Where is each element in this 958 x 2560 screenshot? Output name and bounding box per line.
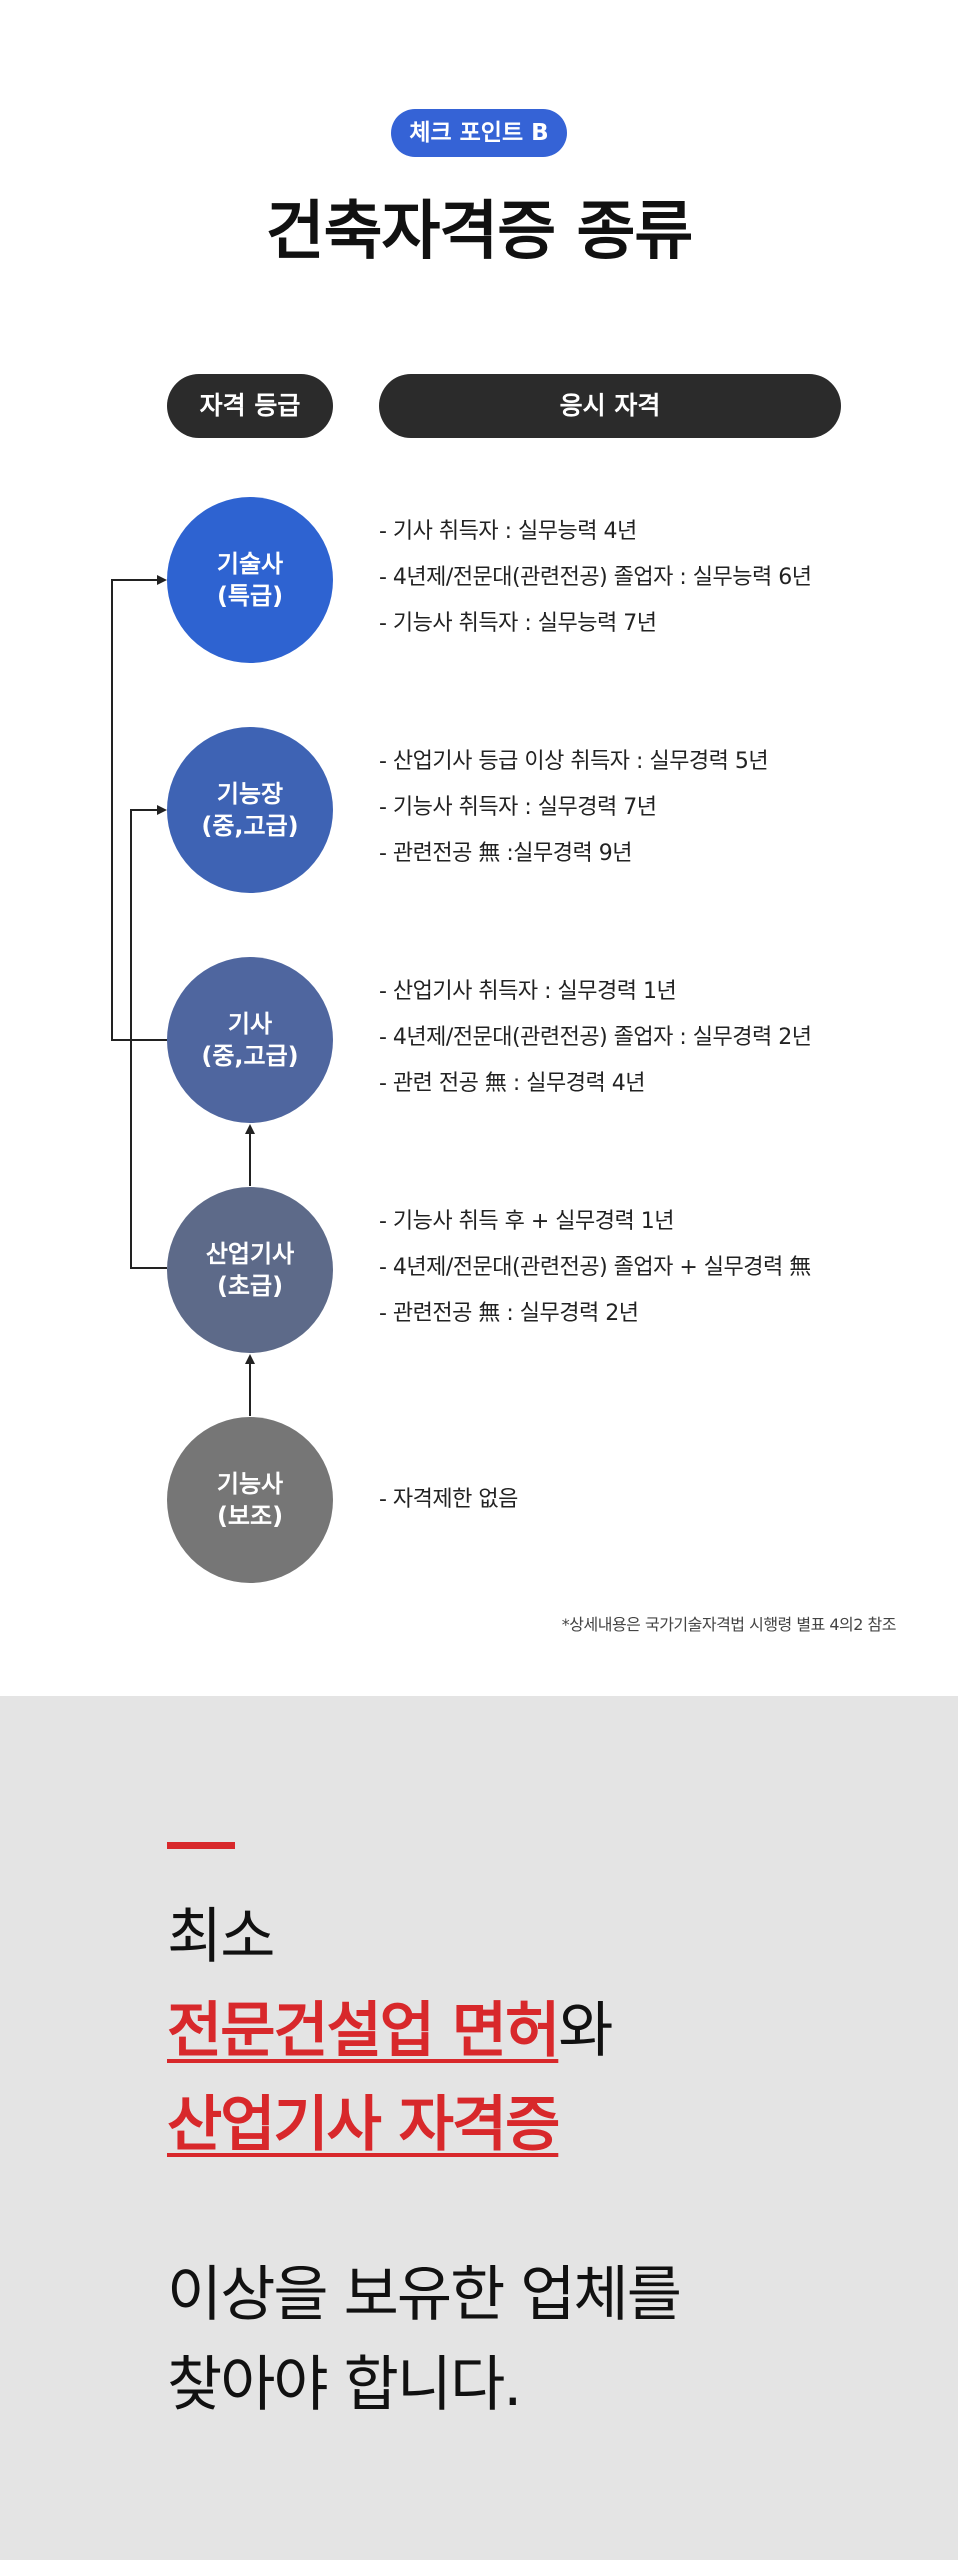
requirement-item: - 기사 취득자 : 실무능력 4년: [379, 519, 637, 544]
requirement-item: - 기능사 취득 후 + 실무경력 1년: [379, 1209, 674, 1234]
requirement-item: - 관련전공 無 : 실무경력 2년: [379, 1301, 639, 1326]
summary-line-3: 산업기사 자격증: [167, 2076, 560, 2163]
highlight-license: 전문건설업 면허: [167, 1996, 560, 2066]
qualification-section: 체크 포인트 B 건축자격증 종류 자격 등급 응시 자격 기술사 (특급) 기…: [111, 109, 919, 1634]
summary-line-4: 이상을 보유한 업체를: [167, 2260, 682, 2330]
level-name: 기사: [227, 1010, 273, 1038]
requirements-gisulsa: - 기사 취득자 : 실무능력 4년 - 4년제/전문대(관련전공) 졸업자 :…: [379, 509, 919, 647]
level-sub: (특급): [216, 582, 284, 610]
level-circle-gineungjang: 기능장 (중,고급): [167, 727, 333, 893]
check-point-badge: 체크 포인트 B: [391, 109, 567, 157]
requirements-gineungsa: - 자격제한 없음: [379, 1477, 919, 1523]
level-circle-sanupgisa: 산업기사 (초급): [167, 1187, 333, 1353]
summary-line-2: 전문건설업 면허와: [167, 1982, 614, 2069]
level-sub: (보조): [216, 1502, 284, 1530]
level-sub: (초급): [216, 1272, 284, 1300]
requirements-sanupgisa: - 기능사 취득 후 + 실무경력 1년 - 4년제/전문대(관련전공) 졸업자…: [379, 1199, 919, 1337]
requirement-item: - 산업기사 등급 이상 취득자 : 실무경력 5년: [379, 749, 769, 774]
summary-suffix: 와: [558, 1996, 613, 2066]
requirement-item: - 4년제/전문대(관련전공) 졸업자 : 실무경력 2년: [379, 1025, 812, 1050]
level-sub: (중,고급): [201, 1042, 299, 1070]
level-name: 기능사: [216, 1470, 284, 1498]
level-circle-gisa: 기사 (중,고급): [167, 957, 333, 1123]
requirement-item: - 4년제/전문대(관련전공) 졸업자 : 실무능력 6년: [379, 565, 812, 590]
requirement-item: - 관련전공 無 :실무경력 9년: [379, 841, 632, 866]
level-name: 기능장: [216, 780, 284, 808]
requirement-item: - 관련 전공 無 : 실무경력 4년: [379, 1071, 645, 1096]
accent-bar: [167, 1842, 235, 1849]
summary-section: [0, 1696, 958, 2560]
level-circle-gineungsa: 기능사 (보조): [167, 1417, 333, 1583]
level-circle-gisulsa: 기술사 (특급): [167, 497, 333, 663]
requirement-item: - 자격제한 없음: [379, 1487, 518, 1512]
summary-line-5: 찾아야 합니다.: [167, 2350, 522, 2420]
requirement-item: - 산업기사 취득자 : 실무경력 1년: [379, 979, 677, 1004]
level-name: 기술사: [216, 550, 284, 578]
arrow-sanup-to-gineungjang: [130, 805, 167, 1269]
requirements-gineungjang: - 산업기사 등급 이상 취득자 : 실무경력 5년 - 기능사 취득자 : 실…: [379, 739, 919, 877]
summary-line-1: 최소: [167, 1902, 275, 1972]
highlight-certificate: 산업기사 자격증: [167, 2090, 560, 2160]
requirement-item: - 기능사 취득자 : 실무경력 7년: [379, 795, 657, 820]
qualification-column-header: 응시 자격: [379, 374, 841, 438]
requirement-item: - 기능사 취득자 : 실무능력 7년: [379, 611, 657, 636]
level-connectors: [111, 575, 255, 1416]
grade-column-header: 자격 등급: [167, 374, 333, 438]
requirements-gisa: - 산업기사 취득자 : 실무경력 1년 - 4년제/전문대(관련전공) 졸업자…: [379, 969, 919, 1107]
level-name: 산업기사: [205, 1240, 295, 1268]
footnote: *상세내용은 국가기술자격법 시행령 별표 4의2 참조: [561, 1615, 897, 1634]
arrow-gisa-to-gisulsa: [111, 575, 167, 1041]
requirement-item: - 4년제/전문대(관련전공) 졸업자 + 실무경력 無: [379, 1255, 811, 1280]
level-sub: (중,고급): [201, 812, 299, 840]
page-title: 건축자격증 종류: [265, 195, 693, 269]
